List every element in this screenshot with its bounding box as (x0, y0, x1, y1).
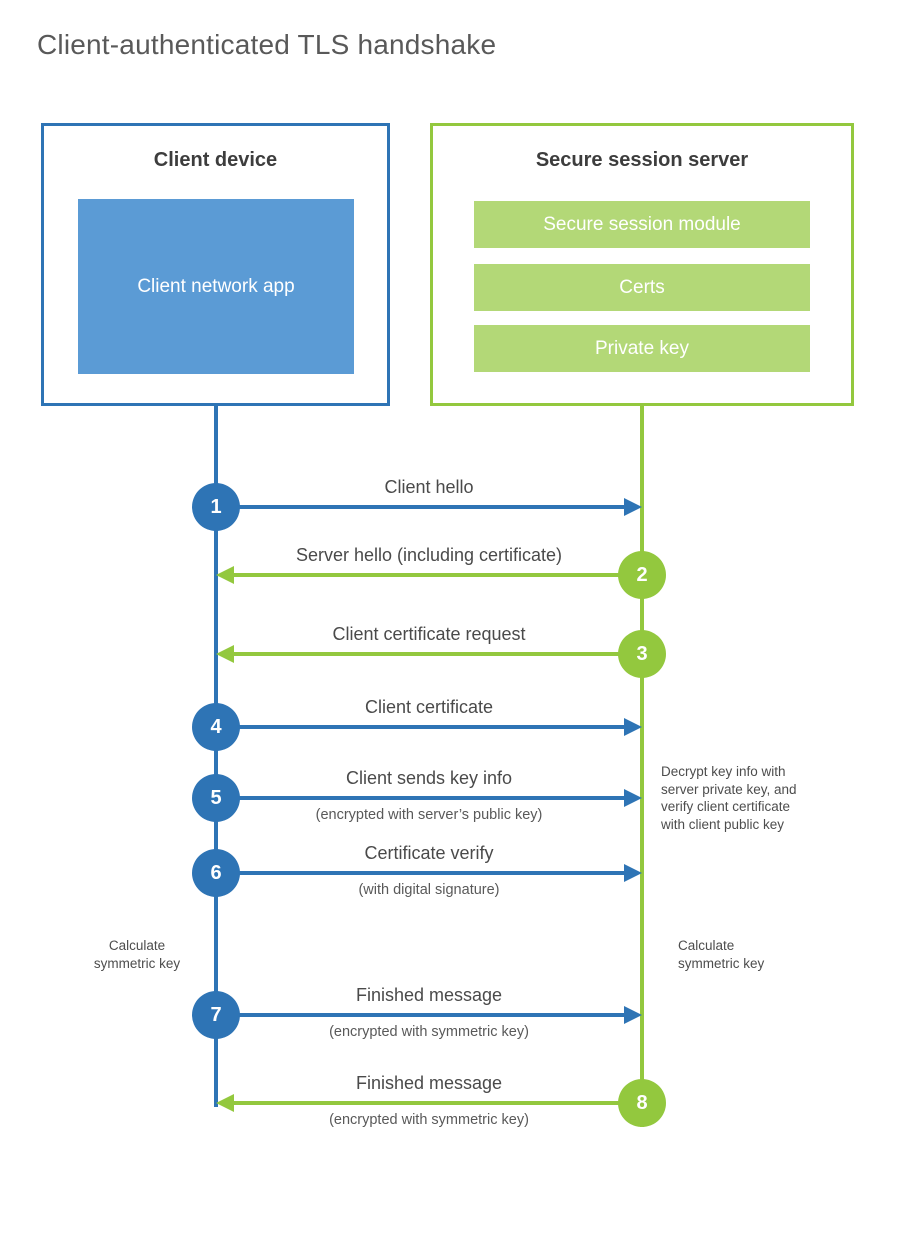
calc-symmetric-key-note-client: Calculate symmetric key (85, 937, 189, 973)
step-number-badge: 7 (192, 991, 240, 1039)
message-label: Client certificate (364, 697, 494, 717)
message-arrow-shaft (216, 871, 626, 875)
server-lifeline (640, 404, 644, 1127)
note-line: Decrypt key info with (661, 764, 786, 779)
message-label: Client sends key info (345, 768, 513, 788)
server-module-bar: Certs (474, 264, 810, 311)
arrowhead-right-icon (624, 718, 642, 736)
note-line: Calculate (678, 938, 735, 953)
client-lifeline (214, 404, 218, 1107)
step-number-badge: 2 (618, 551, 666, 599)
message-label: Certificate verify (364, 843, 494, 863)
calc-symmetric-key-note-server: Calculate symmetric key (678, 937, 764, 973)
note-line: Calculate (108, 938, 166, 953)
client-device-box: Client device Client network app (41, 123, 390, 406)
message-arrow-shaft (233, 573, 642, 577)
secure-session-server-box: Secure session server Secure session mod… (430, 123, 854, 406)
arrowhead-left-icon (216, 566, 234, 584)
message-sublabel: (encrypted with symmetric key) (329, 1112, 529, 1128)
message-arrow-shaft (216, 725, 626, 729)
message-arrow-shaft (216, 796, 626, 800)
step-number-badge: 1 (192, 483, 240, 531)
step-number-badge: 8 (618, 1079, 666, 1127)
arrowhead-left-icon (216, 1094, 234, 1112)
note-line: server private key, and (661, 781, 797, 797)
message-arrow-shaft (216, 505, 626, 509)
server-module-bar: Secure session module (474, 201, 810, 248)
note-line: verify client certificate (661, 799, 791, 814)
message-label: Finished message (355, 1073, 503, 1093)
server-module-label: Private key (595, 337, 689, 359)
message-arrow-shaft (233, 1101, 642, 1105)
server-module-label: Certs (619, 276, 665, 298)
server-module-bar: Private key (474, 325, 810, 372)
step-number-badge: 4 (192, 703, 240, 751)
note-line: with client public key (661, 816, 785, 832)
message-arrow-shaft (233, 652, 642, 656)
note-line: symmetric key (678, 956, 765, 971)
step-number-badge: 6 (192, 849, 240, 897)
server-module-label: Secure session module (543, 213, 741, 235)
step-number-badge: 5 (192, 774, 240, 822)
secure-session-server-title: Secure session server (535, 149, 749, 171)
note-line: symmetric key (93, 956, 181, 971)
client-network-app-label: Client network app (137, 276, 295, 297)
message-label: Client hello (384, 477, 474, 497)
arrowhead-left-icon (216, 645, 234, 663)
arrowhead-right-icon (624, 1006, 642, 1024)
message-label: Client certificate request (332, 624, 526, 644)
message-label: Finished message (355, 985, 503, 1005)
message-sublabel: (encrypted with server’s public key) (315, 807, 543, 823)
client-network-app-box: Client network app (78, 199, 354, 374)
step-number-badge: 3 (618, 630, 666, 678)
message-label: Server hello (including certificate) (295, 545, 563, 565)
message-arrow-shaft (216, 1013, 626, 1017)
message-sublabel: (encrypted with symmetric key) (329, 1024, 529, 1040)
arrowhead-right-icon (624, 789, 642, 807)
decrypt-key-note: Decrypt key info with server private key… (661, 763, 797, 833)
message-sublabel: (with digital signature) (358, 882, 500, 898)
arrowhead-right-icon (624, 498, 642, 516)
client-device-title: Client device (153, 149, 278, 171)
page-title: Client-authenticated TLS handshake (37, 29, 497, 60)
arrowhead-right-icon (624, 864, 642, 882)
